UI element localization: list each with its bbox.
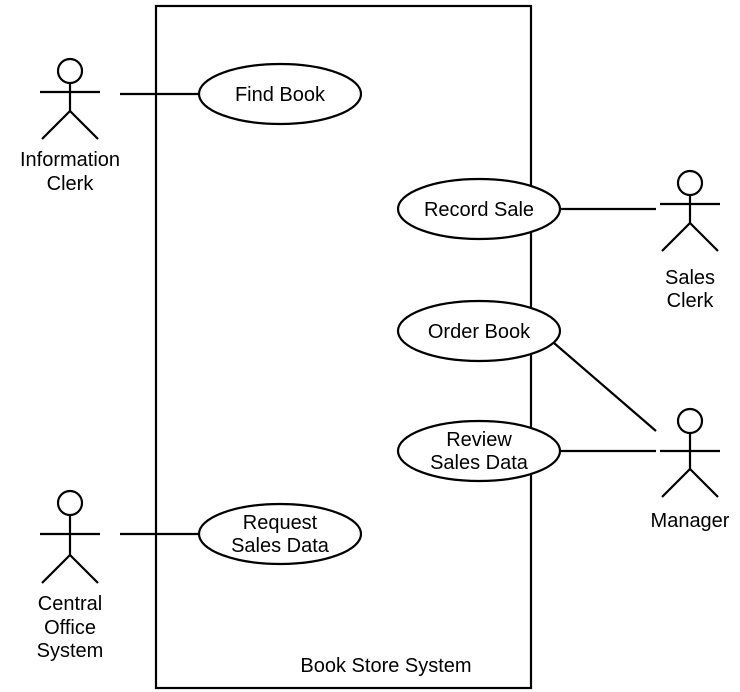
actor-manager: Manager — [651, 407, 730, 532]
use-case-label: Find Book — [235, 84, 326, 106]
use-case-request-sales-data: Request Sales Data — [197, 502, 363, 566]
use-case-order-book: Order Book — [396, 299, 562, 363]
stick-figure-icon — [40, 489, 100, 584]
system-label: Book Store System — [300, 655, 471, 677]
stick-figure-icon — [660, 169, 720, 252]
actor-label-line: Office — [44, 617, 96, 639]
actor-label-line: Central — [38, 593, 102, 615]
use-case-review-sales-data: Review Sales Data — [396, 419, 562, 483]
use-case-label: Record Sale — [424, 199, 534, 221]
use-case-record-sale: Record Sale — [396, 177, 562, 241]
actor-information-clerk: Information Clerk — [20, 57, 120, 195]
actor-label-line: Information — [20, 149, 120, 171]
stick-figure-icon — [660, 407, 720, 498]
use-case-find-book: Find Book — [197, 62, 363, 126]
use-case-label: Review — [446, 429, 512, 451]
actor-label-line: System — [37, 640, 104, 662]
actor-sales-clerk: Sales Clerk — [660, 169, 720, 312]
stick-figure-icon — [40, 57, 100, 140]
actor-label-line: Sales — [665, 267, 715, 289]
use-case-label: Order Book — [428, 321, 531, 343]
actor-label-line: Clerk — [47, 173, 95, 195]
use-case-label: Request — [243, 512, 318, 534]
use-case-label: Sales Data — [430, 452, 529, 474]
actor-central-office-system: Central Office System — [37, 489, 104, 662]
actor-label-line: Manager — [651, 510, 730, 532]
use-case-label: Sales Data — [231, 535, 330, 557]
actor-label-line: Clerk — [667, 290, 715, 312]
association-line — [553, 342, 657, 432]
